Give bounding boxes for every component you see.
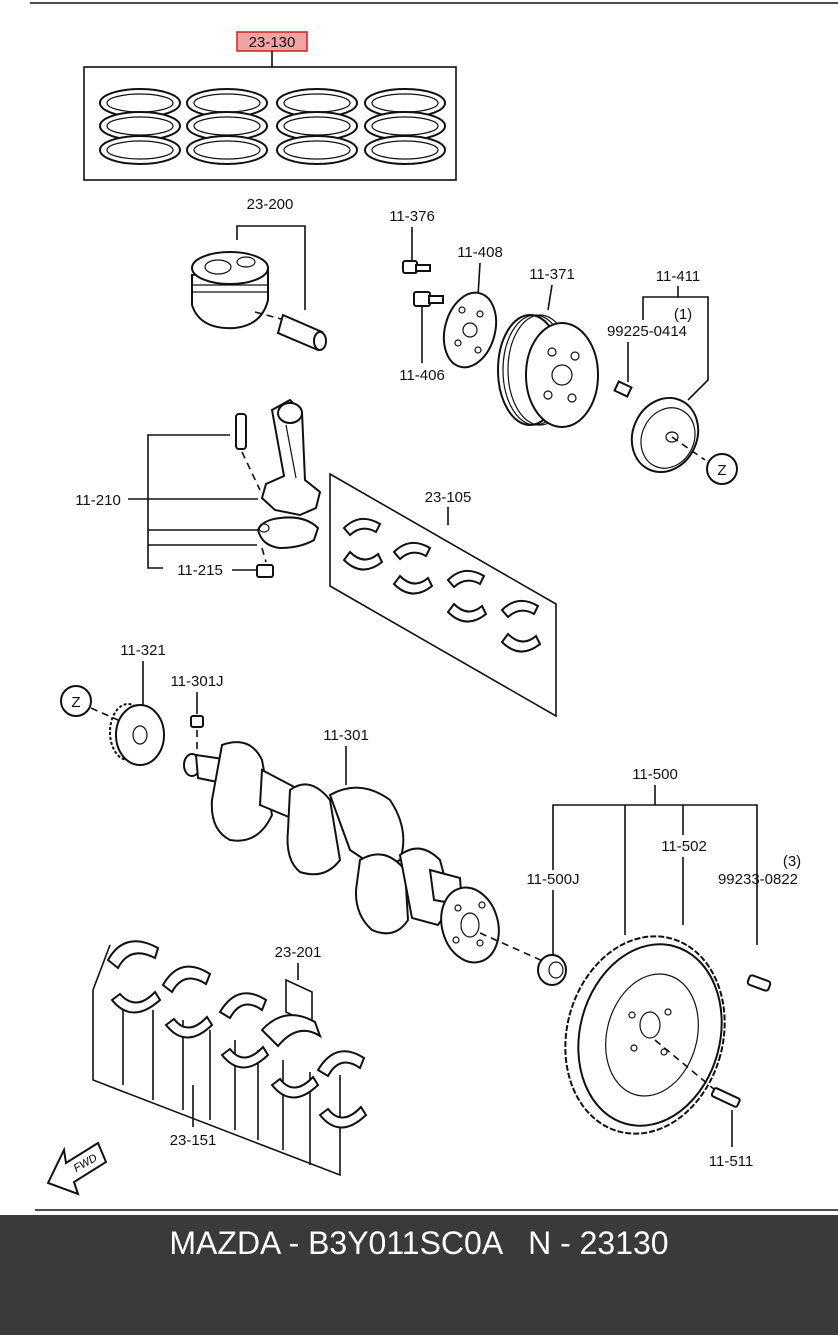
- label-pulley-bolt: 11-376: [389, 208, 435, 225]
- label-piston: 23-200: [247, 196, 294, 213]
- label-connecting-rod: 11-210: [75, 492, 121, 509]
- label-flywheel-bolt-qty: (3): [783, 853, 801, 870]
- label-main-bearing-set: 23-151: [170, 1132, 217, 1149]
- label-thrust-bearing: 23-201: [275, 944, 322, 961]
- crank-pulley[interactable]: 11-371: [497, 266, 599, 428]
- ring-group-2: [186, 88, 268, 165]
- footer-bar: MAZDA - B3Y011SC0A N - 23130: [0, 1215, 838, 1335]
- piston-ring-set[interactable]: 23-130: [83, 31, 457, 181]
- label-crank-key: 11-301J: [170, 673, 223, 690]
- label-ref-z-lower: Z: [71, 694, 80, 711]
- timing-gear[interactable]: 11-321 Z: [60, 642, 166, 766]
- connecting-rod[interactable]: 11-210 11-215: [75, 398, 322, 579]
- label-flywheel-bolt: 11-511: [709, 1153, 753, 1170]
- rod-bearing-set[interactable]: 23-105: [329, 472, 557, 718]
- label-flywheel-bolt-code: 99233-0822: [718, 871, 798, 888]
- main-bearing-set[interactable]: 23-151: [92, 940, 368, 1177]
- label-rod-bearing-set: 23-105: [425, 489, 472, 506]
- footer-part-number: MAZDA - B3Y011SC0A N - 23130: [169, 1225, 669, 1261]
- crank-key[interactable]: 11-301J: [170, 673, 224, 760]
- label-pulley-plate: 11-408: [457, 244, 503, 261]
- label-crank-pulley: 11-371: [529, 266, 575, 283]
- label-ref-z-upper: Z: [717, 462, 726, 479]
- crankshaft[interactable]: 11-301: [183, 727, 546, 969]
- front-direction-arrow: FWD: [46, 1141, 108, 1196]
- ring-group-3: [276, 88, 358, 165]
- label-pulley-bolt-2: 11-406: [399, 367, 445, 384]
- pulley-set[interactable]: 11-411 (1) 99225-0414 Z: [607, 268, 738, 485]
- label-ring-gear: 11-502: [661, 838, 707, 855]
- label-pilot-bearing: 11-500J: [526, 871, 579, 888]
- pulley-bolt[interactable]: 11-376: [389, 208, 435, 274]
- label-crankshaft: 11-301: [323, 727, 369, 744]
- label-pulley-pin: 99225-0414: [607, 323, 687, 340]
- ring-group-4: [364, 88, 446, 165]
- exploded-parts-diagram: 23-130 23-200: [30, 2, 838, 1211]
- thrust-bearing[interactable]: 23-201: [260, 944, 322, 1048]
- label-rod-nut: 11-215: [177, 562, 223, 579]
- label-pulley-set-qty: (1): [674, 306, 692, 323]
- piston[interactable]: 23-200: [191, 196, 327, 352]
- label-timing-gear: 11-321: [120, 642, 166, 659]
- pulley-plate[interactable]: 11-408: [436, 244, 504, 373]
- label-piston-ring-set: 23-130: [249, 34, 296, 51]
- ring-group-1: [99, 88, 181, 165]
- label-pulley-set: 11-411: [656, 268, 700, 285]
- label-flywheel-set: 11-500: [632, 766, 678, 783]
- flywheel-set[interactable]: 11-500 11-502 11-500J (3) 99233-0822 11-…: [526, 766, 801, 1170]
- pulley-bolt-2[interactable]: 11-406: [399, 291, 445, 384]
